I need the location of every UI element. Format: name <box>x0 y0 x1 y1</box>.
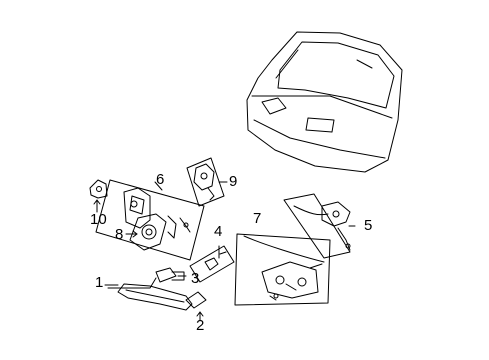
part-6-latch-box <box>95 179 205 261</box>
part-1-handle <box>104 277 193 311</box>
callout-1: 1 <box>95 274 104 291</box>
part-9-box <box>186 157 228 207</box>
part-5-box <box>283 193 356 259</box>
part-2-cap <box>185 291 207 321</box>
part-4-box <box>189 245 235 283</box>
callout-4: 4 <box>214 223 223 240</box>
part-10-bracket <box>89 179 108 213</box>
callout-6: 6 <box>156 171 165 188</box>
callout-10: 10 <box>90 211 107 228</box>
callout-8: 8 <box>115 226 124 243</box>
callout-7: 7 <box>253 210 262 227</box>
callout-9: 9 <box>229 173 238 190</box>
tailgate-panel <box>246 31 403 173</box>
part-8-leader <box>125 230 138 238</box>
part-3-piece <box>155 267 187 283</box>
callout-3: 3 <box>191 270 200 287</box>
callout-5: 5 <box>364 217 373 234</box>
part-7-box <box>234 233 331 306</box>
callout-2: 2 <box>196 317 205 334</box>
